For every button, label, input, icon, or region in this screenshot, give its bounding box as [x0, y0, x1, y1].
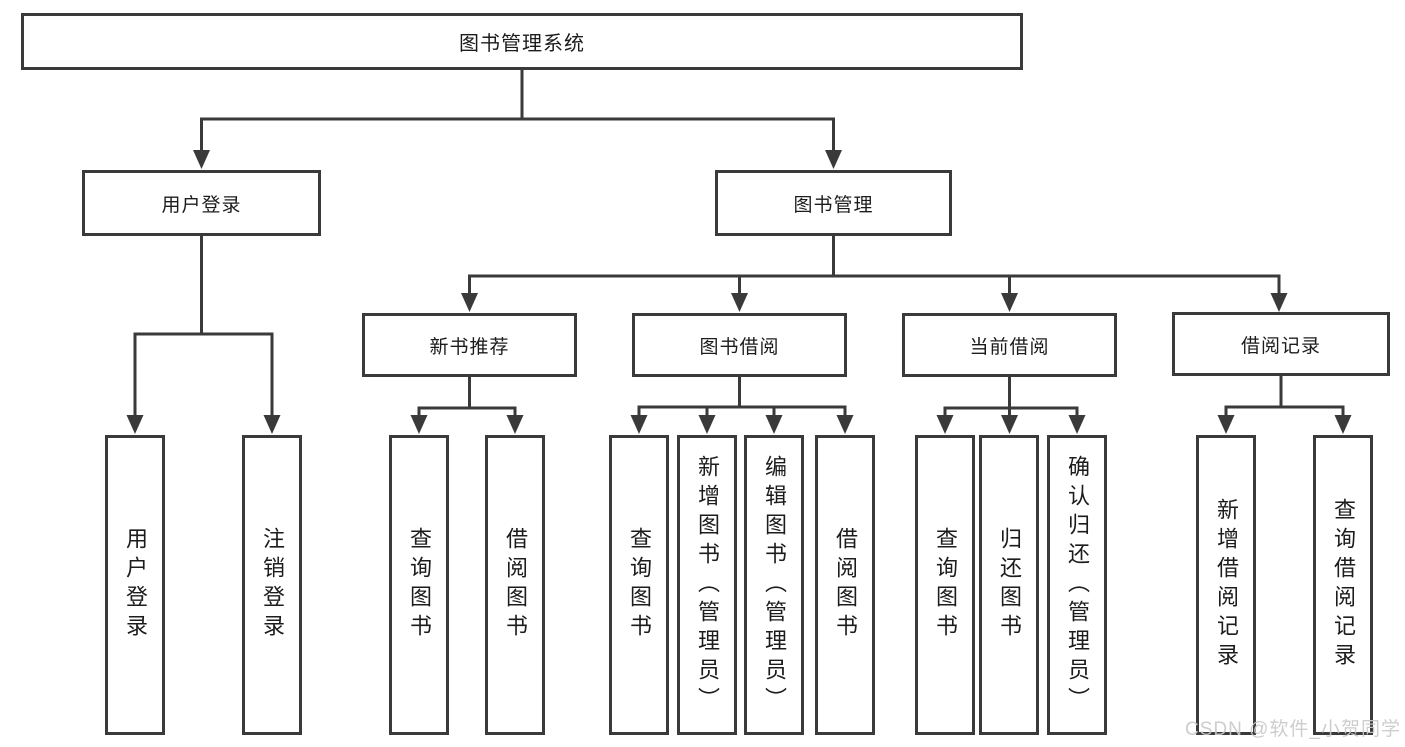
node-label: 查询图书	[627, 527, 652, 643]
leaf-confirm-return-admin: 确认归还（管理员）	[1047, 435, 1107, 735]
leaf-query-books-current: 查询图书	[915, 435, 975, 735]
node-label: 图书借阅	[699, 336, 780, 358]
leaf-query-books-recommend: 查询图书	[389, 435, 449, 735]
node-label: 新书推荐	[429, 336, 510, 358]
leaf-add-book-admin: 新增图书（管理员）	[677, 435, 737, 735]
leaf-logout: 注销登录	[242, 435, 302, 735]
node-user-login: 用户登录	[82, 170, 321, 236]
leaf-borrow-books: 借阅图书	[815, 435, 875, 735]
node-current-borrowing: 当前借阅	[902, 313, 1117, 377]
node-book-borrowing: 图书借阅	[632, 313, 847, 377]
leaf-user-login: 用户登录	[105, 435, 165, 735]
watermark-text: CSDN @软件_小贺同学	[1185, 719, 1401, 740]
node-library-management-system: 图书管理系统	[21, 13, 1023, 70]
leaf-return-books: 归还图书	[979, 435, 1039, 735]
node-label: 新增借阅记录	[1214, 498, 1239, 672]
leaf-edit-book-admin: 编辑图书（管理员）	[744, 435, 804, 735]
node-label: 注销登录	[260, 527, 285, 643]
node-book-management: 图书管理	[715, 170, 952, 236]
leaf-borrow-books-recommend: 借阅图书	[485, 435, 545, 735]
node-label: 归还图书	[997, 527, 1022, 643]
node-label: 借阅记录	[1240, 335, 1321, 357]
node-label: 借阅图书	[503, 527, 528, 643]
leaf-add-borrow-record: 新增借阅记录	[1196, 435, 1256, 735]
node-label: 查询图书	[407, 527, 432, 643]
node-label: 用户登录	[123, 527, 148, 643]
node-borrowing-records: 借阅记录	[1172, 312, 1390, 376]
node-label: 图书管理	[793, 194, 874, 216]
leaf-query-borrow-record: 查询借阅记录	[1313, 435, 1373, 735]
node-label: 编辑图书（管理员）	[762, 454, 787, 716]
node-label: 用户登录	[161, 194, 242, 216]
node-label: 确认归还（管理员）	[1065, 454, 1090, 716]
node-label: 查询借阅记录	[1331, 498, 1356, 672]
node-new-book-recommend: 新书推荐	[362, 313, 577, 377]
node-label: 图书管理系统	[459, 33, 585, 55]
node-label: 当前借阅	[969, 336, 1050, 358]
node-label: 查询图书	[933, 527, 958, 643]
leaf-query-books-borrowing: 查询图书	[609, 435, 669, 735]
node-label: 新增图书（管理员）	[695, 454, 720, 716]
node-label: 借阅图书	[833, 527, 858, 643]
